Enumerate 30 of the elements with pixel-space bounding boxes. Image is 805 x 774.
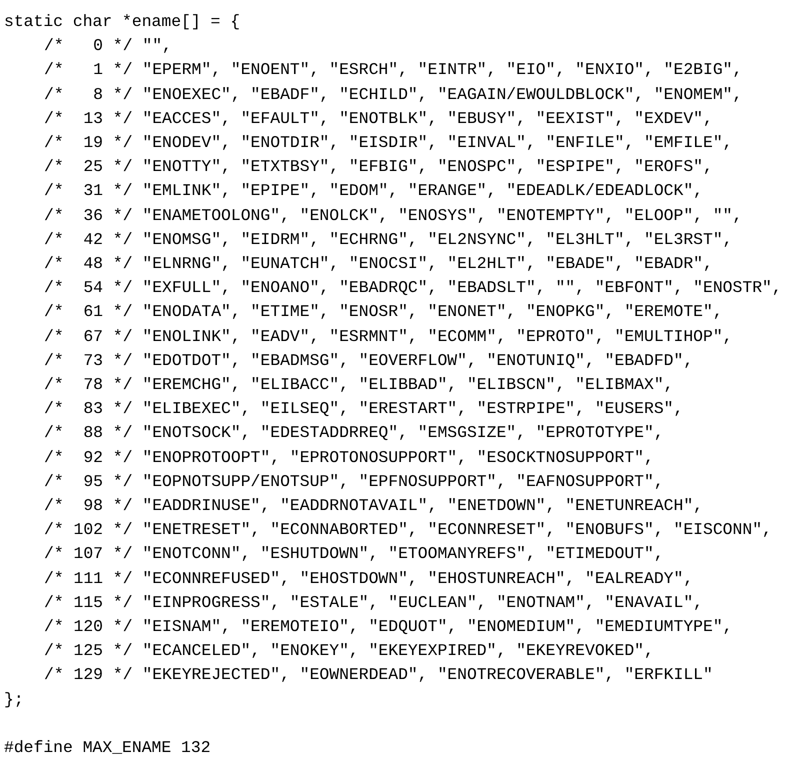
code-line: /* 78 */ "EREMCHG", "ELIBACC", "ELIBBAD", "ELIBSCN", "ELIBMAX", bbox=[43, 374, 674, 396]
code-line: /* 88 */ "ENOTSOCK", "EDESTADDRREQ", "EMSGSIZE", "EPROTOTYPE", bbox=[43, 422, 664, 444]
code-line: /* 31 */ "EMLINK", "EPIPE", "EDOM", "ERANGE", "EDEADLK/EDEADLOCK", bbox=[43, 180, 704, 202]
code-line: /* 67 */ "ENOLINK", "EADV", "ESRMNT", "ECOMM", "EPROTO", "EMULTIHOP", bbox=[43, 326, 733, 348]
code-line: /* 83 */ "ELIBEXEC", "EILSEQ", "ERESTART", "ESTRPIPE", "EUSERS", bbox=[43, 398, 684, 420]
code-line: /* 42 */ "ENOMSG", "EIDRM", "ECHRNG", "EL2NSYNC", "EL3HLT", "EL3RST", bbox=[43, 228, 733, 251]
code-line: /* 102 */ "ENETRESET", "ECONNABORTED", "ECONNRESET", "ENOBUFS", "EISCONN", bbox=[43, 519, 772, 542]
code-line: /* 111 */ "ECONNREFUSED", "EHOSTDOWN", "EHOSTUNREACH", "EALREADY", bbox=[43, 568, 694, 590]
code-line: /* 61 */ "ENODATA", "ETIME", "ENOSR", "ENONET", "ENOPKG", "EREMOTE", bbox=[43, 301, 723, 324]
code-line: /* 19 */ "ENODEV", "ENOTDIR", "EISDIR", "EINVAL", "ENFILE", "EMFILE", bbox=[43, 132, 733, 154]
code-line: /* 48 */ "ELNRNG", "EUNATCH", "ENOCSI", "EL2HLT", "EBADE", "EBADR", bbox=[43, 253, 713, 276]
code-line: /* 92 */ "ENOPROTOOPT", "EPROTONOSUPPORT", "ESOCKTNOSUPPORT", bbox=[43, 446, 654, 469]
code-line: /* 54 */ "EXFULL", "ENOANO", "EBADRQC", "EBADSLT", "", "EBFONT", "ENOSTR", bbox=[43, 277, 782, 300]
code-line: #define MAX_ENAME 132 bbox=[4, 737, 211, 760]
code-line: /* 95 */ "EOPNOTSUPP/ENOTSUP", "EPFNOSUPPORT", "EAFNOSUPPORT", bbox=[43, 470, 664, 493]
code-line: /* 120 */ "EISNAM", "EREMOTEIO", "EDQUOT", "ENOMEDIUM", "EMEDIUMTYPE", bbox=[43, 616, 733, 638]
code-line: /* 115 */ "EINPROGRESS", "ESTALE", "EUCLEAN", "ENOTNAM", "ENAVAIL", bbox=[43, 592, 704, 614]
code-line: /* 8 */ "ENOEXEC", "EBADF", "ECHILD", "EAGAIN/EWOULDBLOCK", "ENOMEM", bbox=[43, 84, 742, 106]
code-line: /* 98 */ "EADDRINUSE", "EADDRNOTAVAIL", "ENETDOWN", "ENETUNREACH", bbox=[43, 495, 704, 518]
code-line: /* 73 */ "EDOTDOT", "EBADMSG", "EOVERFLOW", "ENOTUNIQ", "EBADFD", bbox=[43, 350, 694, 372]
code-line: /* 125 */ "ECANCELED", "ENOKEY", "EKEYEXPIRED", "EKEYREVOKED", bbox=[43, 640, 654, 662]
code-line: /* 0 */ "", bbox=[43, 35, 172, 58]
code-line: /* 13 */ "EACCES", "EFAULT", "ENOTBLK", "EBUSY", "EEXIST", "EXDEV", bbox=[43, 108, 713, 130]
code-line: /* 25 */ "ENOTTY", "ETXTBSY", "EFBIG", "ENOSPC", "ESPIPE", "EROFS", bbox=[43, 156, 713, 178]
code-line: /* 129 */ "EKEYREJECTED", "EOWNERDEAD", "ENOTRECOVERABLE", "ERFKILL" bbox=[43, 664, 713, 686]
code-line: }; bbox=[4, 688, 24, 711]
code-line: /* 1 */ "EPERM", "ENOENT", "ESRCH", "EINTR", "EIO", "ENXIO", "E2BIG", bbox=[43, 59, 742, 82]
code-line: static char *ename[] = { bbox=[4, 11, 240, 33]
code-line: /* 107 */ "ENOTCONN", "ESHUTDOWN", "ETOOMANYREFS", "ETIMEDOUT", bbox=[43, 543, 664, 566]
code-line: /* 36 */ "ENAMETOOLONG", "ENOLCK", "ENOSYS", "ENOTEMPTY", "ELOOP", "", bbox=[43, 204, 742, 227]
